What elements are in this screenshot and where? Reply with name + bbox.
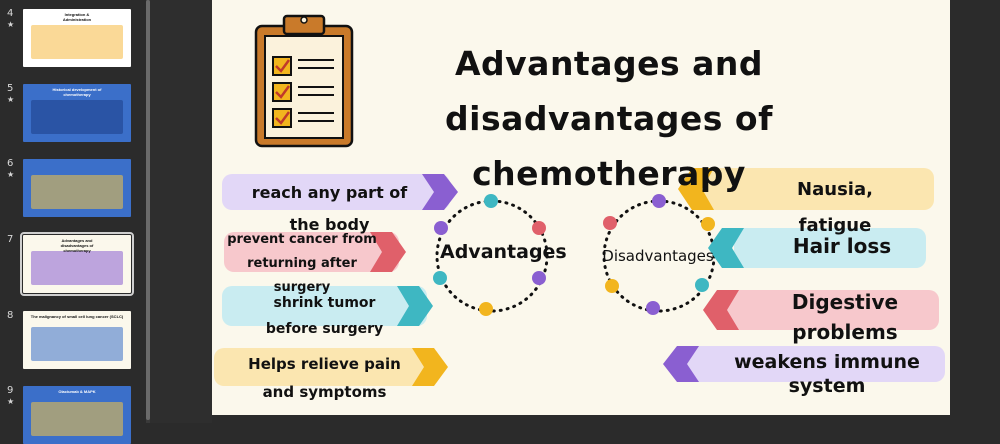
thumbnail-index: 9 [7, 385, 14, 396]
thumbnail-index: 6 [7, 158, 14, 169]
thumbnail-number: 4★ [7, 8, 19, 30]
disadvantages-label: Disadvantages [602, 247, 714, 265]
slide-thumbnail[interactable]: The malignancy of small cell lung cancer… [23, 311, 131, 369]
advantages-label: Advantages [440, 241, 567, 263]
chevron-right-icon [422, 174, 458, 210]
scrollbar-thumb[interactable] [146, 0, 150, 420]
ribbon-text: prevent cancer from returning after surg… [227, 232, 377, 295]
ribbon-text: Nausia, fatigue [797, 179, 873, 236]
thumbnail-index: 5 [7, 83, 14, 94]
decorative-dot [484, 194, 498, 208]
ribbon-text: shrink tumor before surgery [265, 295, 384, 337]
thumbnail-number: 7 [7, 234, 19, 245]
thumbnail-accent [31, 327, 123, 361]
thumbnail-title: Historical development of chemotherapy [52, 87, 102, 97]
thumbnail-index: 8 [7, 310, 14, 321]
ribbon-text: Helps relieve pain and symptoms [248, 355, 401, 401]
clipboard-checklist-icon [254, 14, 354, 148]
thumbnail-title: Integration & Administration [62, 12, 92, 22]
slide-thumbnail[interactable]: Advantages and disadvantages of chemothe… [20, 232, 134, 296]
ribbon-background [734, 228, 926, 268]
thumbnail-accent [31, 402, 123, 436]
ribbon-background [680, 346, 945, 382]
decorative-dot [532, 271, 546, 285]
decorative-dot [701, 217, 715, 231]
decorative-dot [532, 221, 546, 235]
thumbnail-number: 9★ [7, 385, 19, 407]
thumbnail-accent [31, 100, 123, 134]
thumbnail-title: Olaciumab & MAPK [58, 389, 96, 394]
animation-star-icon: ★ [7, 397, 15, 406]
thumbnail-title: The malignancy of small cell lung cancer… [30, 314, 124, 319]
slide-thumbnail[interactable]: Olaciumab & MAPK [23, 386, 131, 444]
ribbon-background [222, 286, 427, 326]
decorative-dot [434, 221, 448, 235]
thumbnail-accent [31, 251, 123, 285]
thumbnail-number: 5★ [7, 83, 19, 105]
workspace-margin [950, 0, 1000, 423]
decorative-dot [695, 278, 709, 292]
thumbnail-scrollbar[interactable] [146, 0, 150, 423]
thumbnail-number: 6★ [7, 158, 19, 180]
chevron-left-icon [708, 228, 744, 268]
animation-star-icon: ★ [7, 20, 15, 29]
ribbon-text: Digestive problems [791, 290, 899, 344]
decorative-dot [479, 302, 493, 316]
chevron-left-icon [663, 346, 699, 382]
ribbon-background [694, 168, 934, 210]
decorative-dot [433, 271, 447, 285]
slide-thumbnail[interactable]: Historical development of chemotherapy [23, 84, 131, 142]
chevron-left-icon [703, 290, 739, 330]
ribbon-text: weakens immune system [734, 351, 920, 397]
ribbon-background [727, 290, 939, 330]
thumbnail-index: 7 [7, 234, 14, 245]
chevron-right-icon [370, 232, 406, 272]
slide-title: Advantages and disadvantages of chemothe… [445, 44, 773, 193]
decorative-dot [652, 194, 666, 208]
slide-thumbnail[interactable] [23, 159, 131, 217]
slide-canvas[interactable]: Advantages and disadvantages of chemothe… [212, 0, 950, 415]
panel-gutter [150, 0, 212, 423]
thumbnail-title: Advantages and disadvantages of chemothe… [60, 238, 94, 253]
ribbon-text: reach any part of the body [251, 183, 408, 234]
chevron-right-icon [412, 348, 448, 386]
thumbnail-number: 8 [7, 310, 19, 321]
chevron-left-icon [678, 168, 714, 210]
slide-graphics [214, 14, 945, 386]
decorative-dot [605, 279, 619, 293]
decorative-dot [603, 216, 617, 230]
chevron-right-icon [397, 286, 433, 326]
ribbon-text: Hair loss [792, 234, 892, 258]
slide-thumbnail[interactable]: Integration & Administration [23, 9, 131, 67]
thumbnail-accent [31, 175, 123, 209]
animation-star-icon: ★ [7, 170, 15, 179]
ribbon-background [222, 174, 450, 210]
thumbnail-index: 4 [7, 8, 14, 19]
ribbon-background [224, 232, 399, 272]
animation-star-icon: ★ [7, 95, 15, 104]
ribbon-background [214, 348, 439, 386]
thumbnail-accent [31, 25, 123, 59]
decorative-dot [646, 301, 660, 315]
